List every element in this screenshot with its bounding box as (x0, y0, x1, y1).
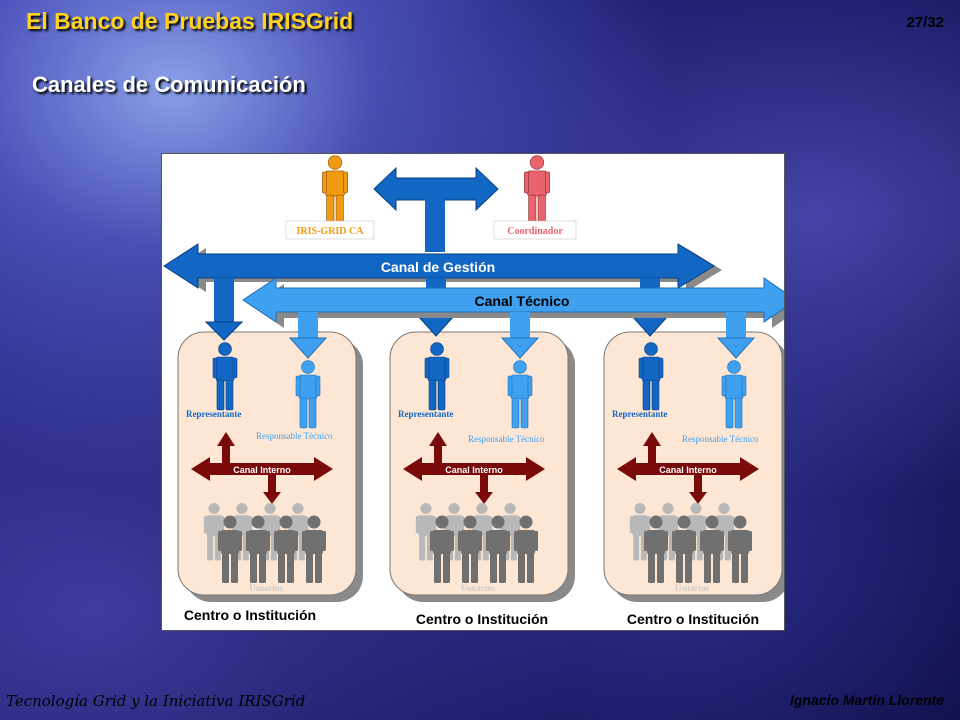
usuarios-label: Usuarios (461, 583, 496, 593)
center-3: Representante Responsable Técnico Canal … (612, 342, 759, 627)
coordinador-label: Coordinador (507, 226, 563, 237)
iris-grid-ca-label-box (285, 220, 375, 240)
diagram-panel: Canal de Gestión Canal Técnico IRIS-GRID… (161, 153, 785, 631)
center-1: Representante Responsable Técnico Canal … (184, 342, 333, 623)
footer-course-title: Tecnología Grid y la Iniciativa IRISGrid (6, 692, 306, 710)
responsable-tecnico-label: Responsable Técnico (256, 431, 333, 441)
center-label: Centro o Institución (184, 607, 316, 623)
coordinador-person-icon (523, 155, 551, 228)
usuarios-label: Usuarios (249, 583, 284, 593)
responsable-tecnico-label: Responsable Técnico (468, 434, 545, 444)
representante-label: Representante (612, 409, 667, 419)
communication-channels-diagram: Canal de Gestión Canal Técnico IRIS-GRID… (163, 155, 784, 627)
slide-subtitle: Canales de Comunicación (32, 72, 306, 97)
responsable-tecnico-label: Responsable Técnico (682, 434, 759, 444)
gestion-drop-1 (204, 278, 244, 341)
canal-interno-arrow: Canal Interno (403, 432, 545, 504)
canal-interno-label: Canal Interno (233, 465, 291, 475)
page-number: 27/32 (906, 14, 944, 31)
representante-label: Representante (186, 409, 241, 419)
top-double-arrow (373, 166, 499, 212)
coordinador-label-box (493, 220, 577, 240)
tecnico-drop-1 (288, 312, 328, 359)
top-connector (425, 198, 445, 252)
iris-grid-ca-person-icon (321, 155, 349, 228)
canal-interno-label: Canal Interno (659, 465, 717, 475)
canal-interno-label: Canal Interno (445, 465, 503, 475)
iris-grid-ca-label: IRIS-GRID CA (297, 226, 365, 237)
canal-interno-arrow: Canal Interno (617, 432, 759, 504)
canal-interno-arrow: Canal Interno (191, 432, 333, 504)
footer-author: Ignacio Martín Llorente (789, 692, 944, 708)
tecnico-drop-2 (500, 312, 540, 359)
center-label: Centro o Institución (416, 611, 548, 627)
tecnico-drop-3 (716, 312, 756, 359)
slide-title: El Banco de Pruebas IRISGrid (26, 8, 354, 34)
canal-gestion-label: Canal de Gestión (381, 259, 495, 275)
canal-tecnico-label: Canal Técnico (475, 293, 570, 309)
usuarios-label: Usuarios (675, 583, 710, 593)
representante-label: Representante (398, 409, 453, 419)
center-2: Representante Responsable Técnico Canal … (398, 342, 548, 627)
center-label: Centro o Institución (627, 611, 759, 627)
